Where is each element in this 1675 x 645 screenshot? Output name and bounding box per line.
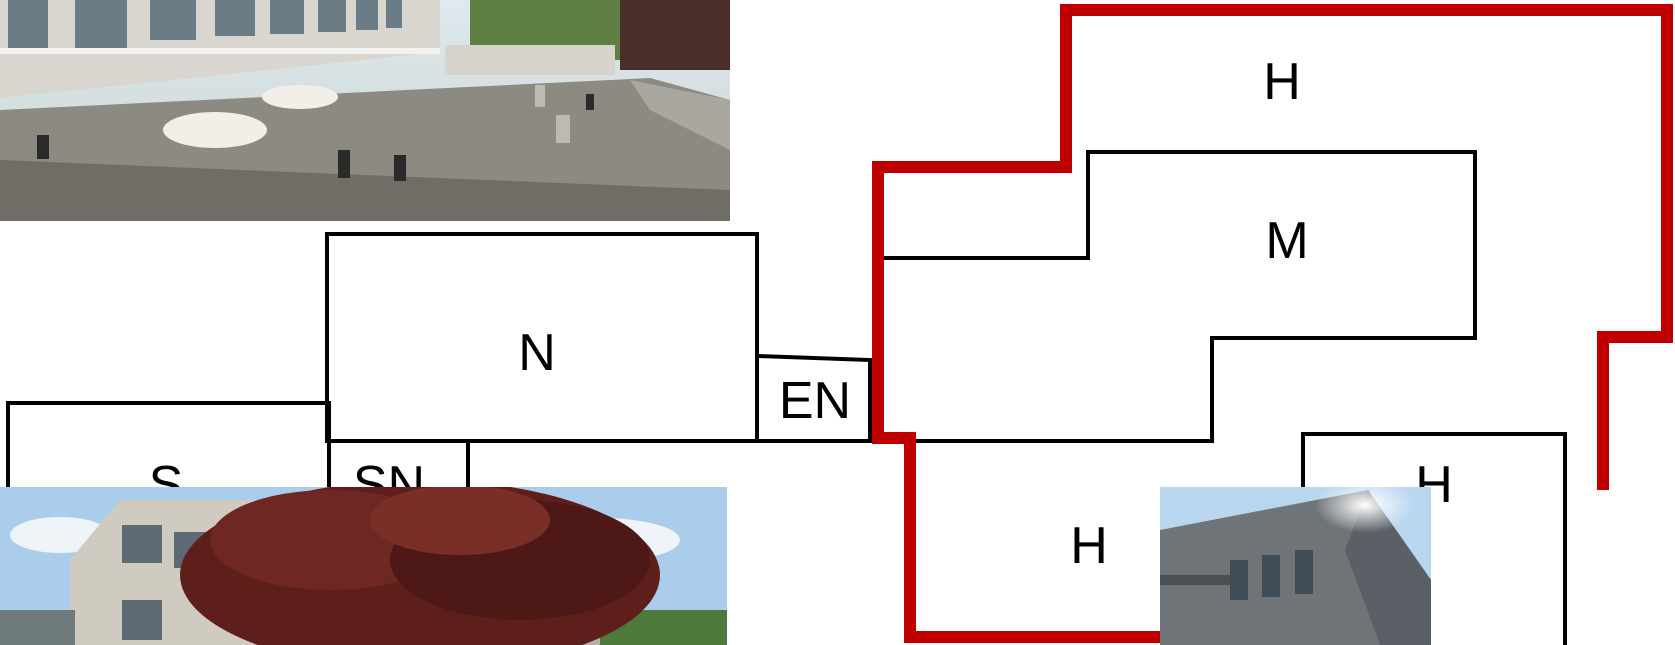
photo-building-sun <box>1160 487 1431 645</box>
label-m: M <box>1265 212 1308 270</box>
photo-building-tree <box>0 487 727 645</box>
wing-m <box>876 150 1477 443</box>
label-en: EN <box>779 372 851 430</box>
highlight-outline <box>872 4 1673 643</box>
label-n: N <box>518 324 556 382</box>
wing-labels: N EN S SN H M H H <box>149 53 1453 575</box>
label-h-bottom: H <box>1070 517 1108 575</box>
photo-flat-roof <box>0 0 730 221</box>
label-h-top: H <box>1263 53 1301 111</box>
